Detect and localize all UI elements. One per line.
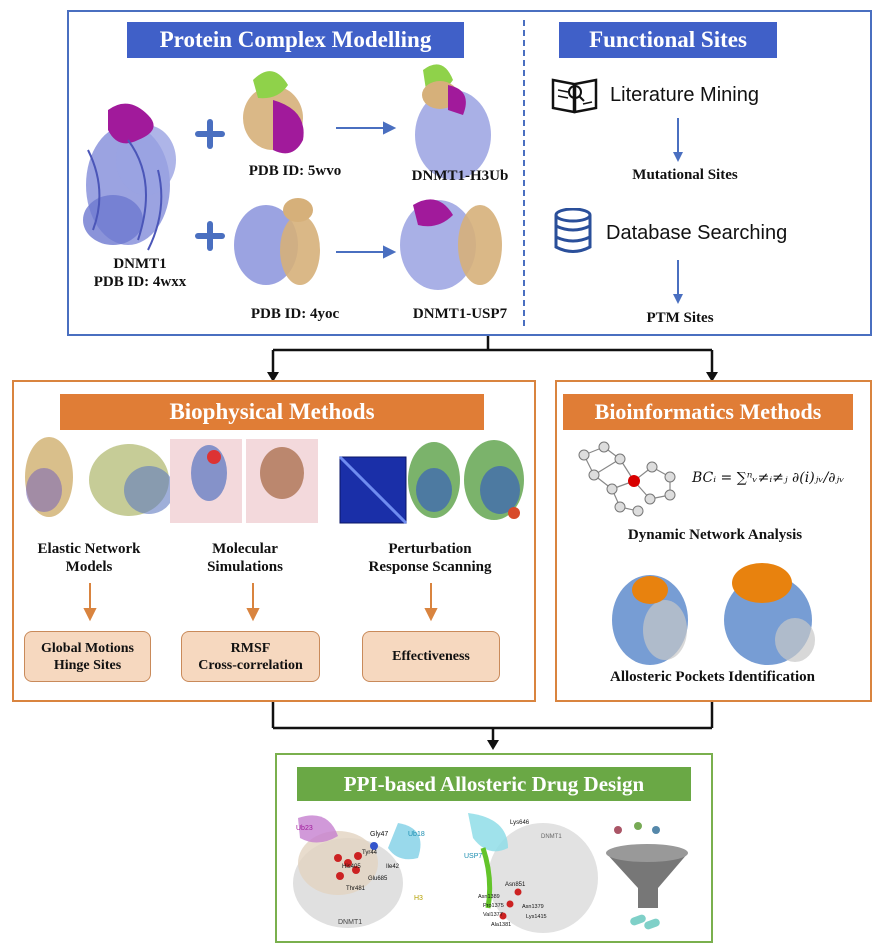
- database-searching-label: Database Searching: [606, 222, 788, 244]
- svg-text:Asn1379: Asn1379: [522, 904, 544, 910]
- ppi-drug-design-panel: [275, 753, 713, 943]
- pdb-5wvo-structure: [243, 71, 304, 154]
- svg-text:Ub18: Ub18: [408, 831, 425, 838]
- book-icon: [551, 78, 598, 114]
- panel-divider: [523, 20, 525, 326]
- mutational-sites-label: Mutational Sites: [632, 167, 738, 183]
- svg-text:Tyr44: Tyr44: [362, 850, 378, 856]
- svg-text:Lys646: Lys646: [510, 820, 530, 826]
- svg-text:H3: H3: [414, 895, 423, 902]
- plus-icon: [195, 119, 225, 251]
- usp7-binding-site-image: Lys646 DNMT1 USP7 Asn851 Asn1389 Pro1375…: [464, 813, 598, 933]
- h3ub-binding-site-image: Ub23 Gly47 Ub18 Tyr44 His405 Ile42 Glu68…: [293, 815, 425, 928]
- svg-text:Ub23: Ub23: [296, 825, 313, 832]
- svg-text:Pro1375: Pro1375: [483, 903, 504, 909]
- svg-text:Asn1389: Asn1389: [478, 894, 500, 900]
- bioinformatics-title: Bioinformatics Methods: [563, 394, 853, 430]
- arrow-down-icon: [673, 118, 683, 162]
- functional-sites-title: Functional Sites: [559, 22, 777, 58]
- ptm-sites-label: PTM Sites: [646, 310, 714, 326]
- elastic-network-image: [25, 437, 174, 517]
- dnmt1-usp7-label: DNMT1-USP7: [412, 306, 508, 322]
- svg-text:USP7: USP7: [464, 853, 482, 860]
- dnmt1-h3ub-label: DNMT1-H3Ub: [411, 168, 509, 184]
- svg-text:Lys1415: Lys1415: [526, 914, 547, 920]
- allosteric-pockets-label: Allosteric Pockets Identification: [610, 669, 815, 685]
- dnmt1-h3ub-structure: [415, 64, 491, 180]
- prs-structure-image: [408, 440, 524, 520]
- svg-text:Glu685: Glu685: [368, 876, 388, 882]
- betweenness-formula: BCᵢ = ∑ⁿᵥ≠ᵢ≠ⱼ ∂(i)ⱼᵥ/∂ⱼᵥ: [692, 470, 845, 486]
- elastic-network-label: Elastic Network Models: [37, 541, 141, 575]
- funnel-icon: [606, 822, 688, 930]
- protein-complex-title: Protein Complex Modelling: [127, 22, 464, 58]
- biophysical-title: Biophysical Methods: [60, 394, 484, 430]
- svg-text:Ile42: Ile42: [386, 864, 400, 870]
- pdb-4yoc-label: PDB ID: 4yoc: [250, 306, 340, 322]
- arrow-down-icon: [673, 260, 683, 304]
- dnmt1-label: DNMT1: [113, 256, 167, 272]
- allosteric-pockets-image: [612, 563, 815, 665]
- ppi-images: Ub23 Gly47 Ub18 Tyr44 His405 Ile42 Glu68…: [293, 813, 688, 933]
- biophysical-panel: [12, 380, 536, 702]
- svg-text:Asn851: Asn851: [505, 882, 526, 888]
- database-icon: [554, 208, 592, 253]
- molecular-simulations-label: Molecular Simulations: [207, 541, 283, 575]
- arrow-right-icon: [336, 121, 397, 259]
- rmsf-output: RMSF Cross-correlation: [181, 631, 320, 682]
- svg-text:DNMT1: DNMT1: [338, 919, 362, 926]
- svg-text:Ala1381: Ala1381: [491, 922, 511, 928]
- svg-text:Gly47: Gly47: [370, 831, 388, 838]
- molecular-simulation-image: [170, 439, 318, 523]
- dynamic-network-label: Dynamic Network Analysis: [627, 527, 803, 543]
- pdb-5wvo-label: PDB ID: 5wvo: [248, 163, 342, 179]
- connector-top: [267, 336, 718, 382]
- svg-text:DNMT1: DNMT1: [541, 834, 562, 840]
- prs-heatmap-image: [338, 455, 408, 525]
- literature-mining-label: Literature Mining: [610, 84, 759, 106]
- protein-illustrations-top: [83, 64, 502, 290]
- biophysical-arrows: [83, 583, 438, 622]
- effectiveness-output: Effectiveness: [362, 631, 500, 682]
- dnmt1-structure: [83, 103, 176, 251]
- dnmt1-pdb-label: PDB ID: 4wxx: [93, 274, 187, 290]
- svg-text:Thr481: Thr481: [346, 886, 366, 892]
- prs-label: Perturbation Response Scanning: [368, 541, 492, 575]
- network-graph-image: [578, 441, 676, 517]
- svg-text:His405: His405: [342, 864, 361, 870]
- protein-complex-panel: [67, 10, 872, 336]
- pdb-4yoc-structure: [234, 198, 320, 285]
- dnmt1-usp7-structure: [400, 199, 502, 290]
- bioinformatics-panel: [555, 380, 872, 702]
- connector-bottom: [271, 702, 714, 750]
- biophysical-images: [25, 437, 524, 525]
- global-motions-output: Global Motions Hinge Sites: [24, 631, 151, 682]
- svg-text:Val1377: Val1377: [483, 912, 503, 918]
- ppi-drug-design-title: PPI-based Allosteric Drug Design: [297, 767, 691, 801]
